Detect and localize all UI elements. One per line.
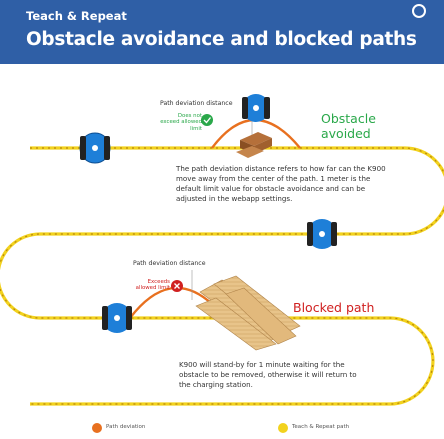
obstacle-large: [195, 275, 301, 351]
heading-avoided: Obstacle avoided: [321, 111, 376, 141]
limit-note-avoided: Does not exceed allowed limit: [160, 113, 202, 132]
obstacle-small: [236, 132, 272, 158]
description-blocked: K900 will stand-by for 1 minute waiting …: [179, 360, 357, 389]
robot-blocked: [102, 303, 132, 333]
teach-repeat-path: [0, 146, 444, 406]
heading-blocked: Blocked path: [293, 300, 375, 315]
header-banner: Teach & Repeat Obstacle avoidance and bl…: [0, 0, 444, 64]
limit-note-blocked: Exceeds allowed limit: [135, 279, 170, 292]
page-title: Obstacle avoidance and blocked paths: [26, 29, 417, 50]
check-icon: [201, 114, 213, 126]
robot-avoiding: [242, 94, 270, 122]
legend-deviation-label: Path deviation: [106, 424, 146, 430]
robot-start: [79, 132, 111, 164]
header-subtitle: Teach & Repeat: [26, 9, 127, 23]
legend-deviation-dot: [92, 423, 102, 433]
legend-path-dot: [278, 423, 288, 433]
robot-turn: [307, 219, 337, 249]
path-diagram: [0, 94, 444, 433]
deviation-arc-blocked: [129, 286, 213, 319]
deviation-label-blocked: Path deviation distance: [133, 260, 206, 267]
deviation-label-avoided: Path deviation distance: [160, 100, 233, 107]
circle-icon: [412, 4, 426, 18]
description-avoided: The path deviation distance refers to ho…: [176, 164, 386, 203]
cross-icon: [171, 280, 183, 292]
legend-path-label: Teach & Repeat path: [292, 424, 350, 430]
